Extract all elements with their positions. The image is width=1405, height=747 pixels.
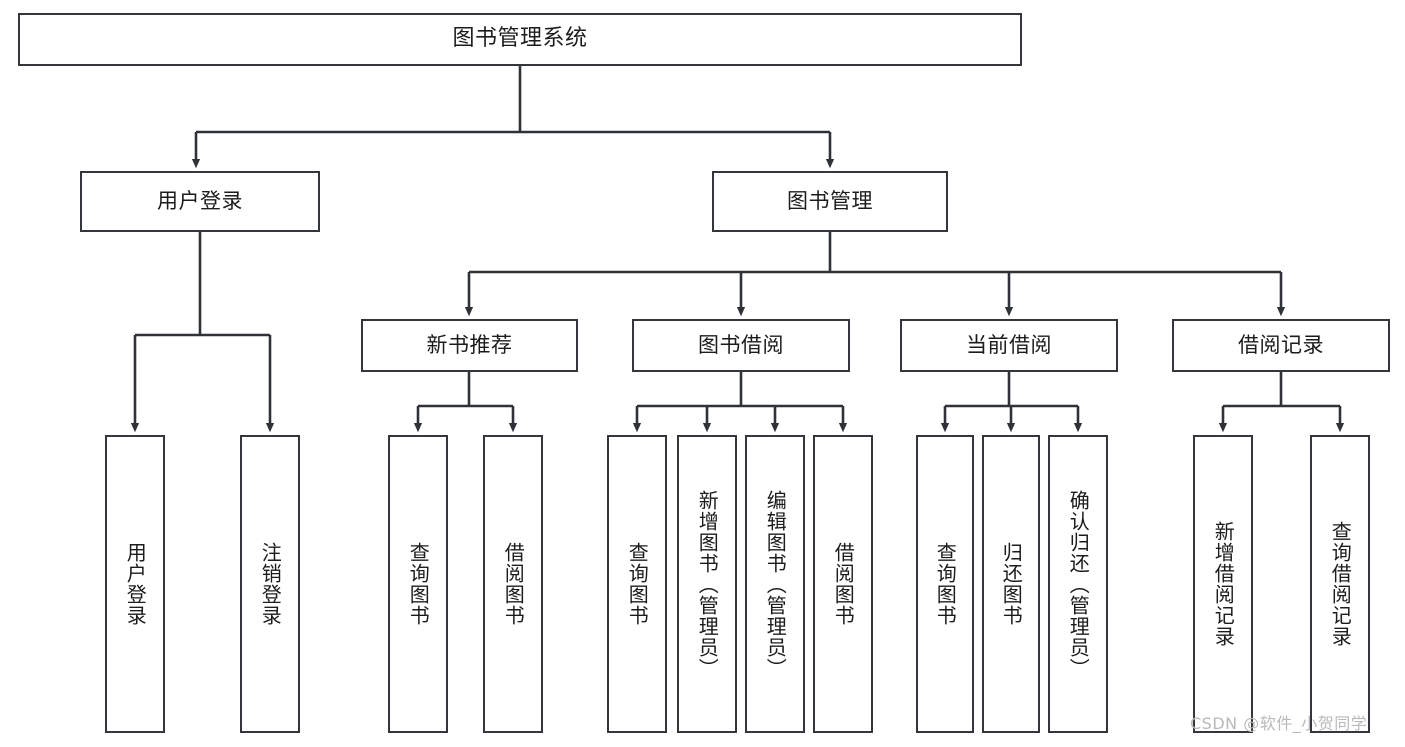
- node-new-book-recommend[interactable]: 新书推荐: [361, 319, 578, 372]
- leaf-user-login-logout[interactable]: 注销登录: [240, 435, 300, 733]
- leaf-label: 查询图书: [406, 542, 431, 626]
- csdn-watermark: CSDN @软件_小贺同学: [1190, 714, 1368, 733]
- leaf-recommend-borrow-book[interactable]: 借阅图书: [483, 435, 543, 733]
- leaf-label: 用户登录: [123, 542, 148, 626]
- node-book-management[interactable]: 图书管理: [712, 171, 948, 232]
- leaf-user-login-login[interactable]: 用户登录: [105, 435, 165, 733]
- leaf-borrow-borrow-book[interactable]: 借阅图书: [813, 435, 873, 733]
- leaf-borrow-edit-book-admin[interactable]: 编辑图书（管理员）: [745, 435, 805, 733]
- leaf-borrow-query-book[interactable]: 查询图书: [607, 435, 667, 733]
- leaf-label: 查询图书: [933, 542, 958, 626]
- node-book-borrow[interactable]: 图书借阅: [632, 319, 850, 372]
- leaf-current-query-book[interactable]: 查询图书: [916, 435, 974, 733]
- node-root-system[interactable]: 图书管理系统: [18, 13, 1022, 66]
- leaf-label: 编辑图书（管理员）: [763, 489, 788, 679]
- leaf-current-confirm-return-admin[interactable]: 确认归还（管理员）: [1048, 435, 1108, 733]
- leaf-label: 查询图书: [625, 542, 650, 626]
- leaf-label: 注销登录: [258, 542, 283, 626]
- leaf-label: 新增借阅记录: [1211, 521, 1236, 647]
- node-borrow-record[interactable]: 借阅记录: [1172, 319, 1390, 372]
- leaf-label: 借阅图书: [831, 542, 856, 626]
- leaf-label: 新增图书（管理员）: [695, 489, 720, 679]
- leaf-label: 借阅图书: [501, 542, 526, 626]
- leaf-label: 查询借阅记录: [1328, 521, 1353, 647]
- node-current-borrow[interactable]: 当前借阅: [900, 319, 1118, 372]
- leaf-record-query-record[interactable]: 查询借阅记录: [1310, 435, 1370, 733]
- leaf-label: 确认归还（管理员）: [1066, 489, 1091, 679]
- leaf-borrow-add-book-admin[interactable]: 新增图书（管理员）: [677, 435, 737, 733]
- leaf-record-add-record[interactable]: 新增借阅记录: [1193, 435, 1253, 733]
- leaf-current-return-book[interactable]: 归还图书: [982, 435, 1040, 733]
- leaf-label: 归还图书: [999, 542, 1024, 626]
- node-user-login[interactable]: 用户登录: [80, 171, 320, 232]
- leaf-recommend-query-book[interactable]: 查询图书: [388, 435, 448, 733]
